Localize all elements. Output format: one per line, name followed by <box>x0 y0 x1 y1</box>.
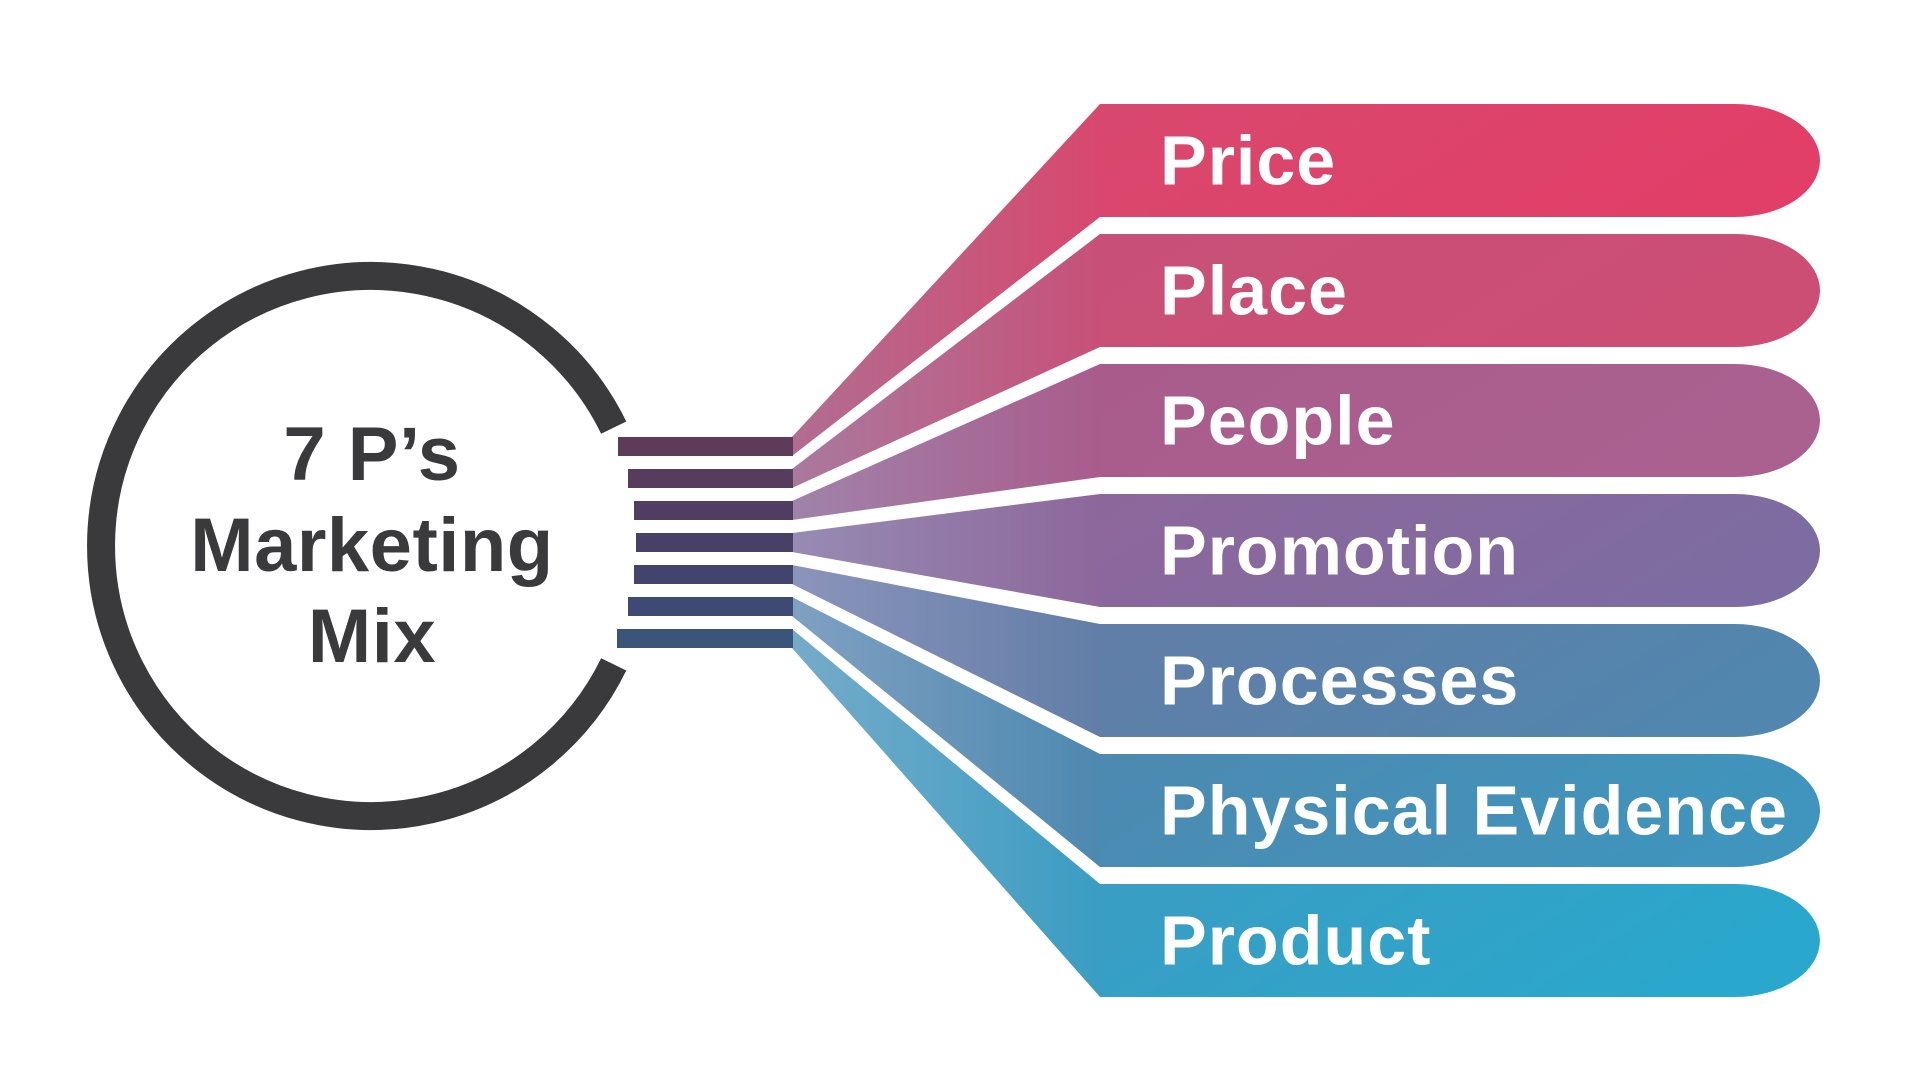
bar-people <box>1100 364 1821 478</box>
bar-labels: Price Place People Promotion Processes P… <box>1160 122 1788 980</box>
bar-price <box>1100 104 1821 217</box>
hub-title: 7 P’s Marketing Mix <box>190 412 553 679</box>
connector-beam-people <box>792 364 1100 520</box>
connector-beams <box>792 104 1100 997</box>
connector-beam-price <box>792 104 1100 456</box>
hub-title-line1: 7 P’s <box>283 412 460 497</box>
bar-label-promotion: Promotion <box>1160 512 1519 590</box>
bar-label-price: Price <box>1160 122 1336 200</box>
bar-product <box>1100 884 1820 997</box>
connector-beam-place <box>792 234 1100 488</box>
hub-stripe-processes <box>634 565 793 584</box>
bar-promotion <box>1100 494 1821 607</box>
hub-stripes <box>617 437 793 648</box>
bar-physical-evidence <box>1100 754 1821 867</box>
hub-stripe-price <box>618 437 793 456</box>
bar-label-processes: Processes <box>1160 642 1519 720</box>
connector-beam-promotion <box>792 494 1100 607</box>
bar-label-physical-evidence: Physical Evidence <box>1160 772 1788 850</box>
bar-processes <box>1100 624 1821 737</box>
hub-stripe-physical-evidence <box>628 597 793 616</box>
bars <box>1100 104 1821 997</box>
hub-stripe-promotion <box>636 533 793 552</box>
bar-label-product: Product <box>1160 902 1431 980</box>
bar-label-place: Place <box>1160 252 1348 330</box>
hub-stripe-people <box>634 501 793 520</box>
connector-beam-physical-processes <box>792 565 1100 737</box>
hub-stripe-product <box>617 629 793 648</box>
bar-place <box>1100 234 1821 347</box>
hub-title-line2: Marketing <box>190 503 553 588</box>
hub-stripe-place <box>628 469 793 488</box>
bar-label-people: People <box>1160 382 1396 460</box>
connector-beam-physical-evidence <box>792 597 1100 867</box>
hub-title-line3: Mix <box>308 594 436 679</box>
hub-circle-ring <box>87 262 627 830</box>
connector-beam-product <box>792 629 1100 997</box>
